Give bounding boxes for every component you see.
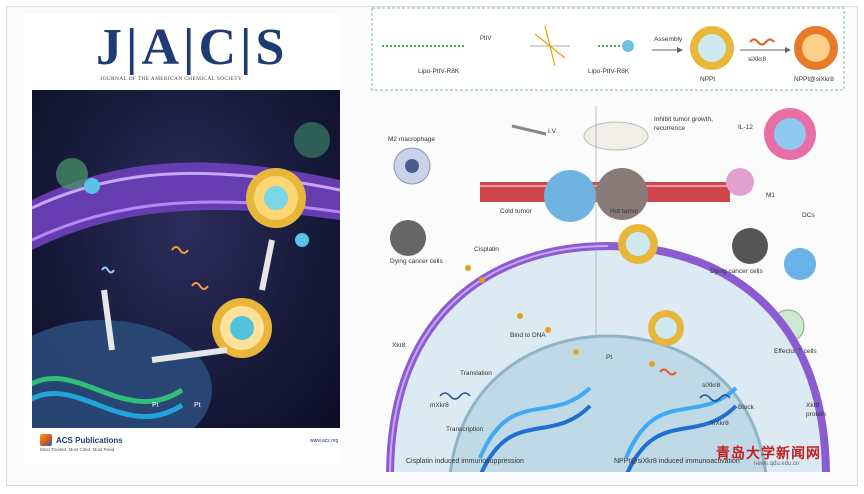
bind-dna-label: Bind to DNA bbox=[510, 332, 546, 339]
translation-label: Translation bbox=[460, 370, 492, 377]
effector-t-cells-label: Effector T cells bbox=[774, 348, 817, 355]
bottom-left-caption: Cisplatin induced immunosuppression bbox=[406, 458, 524, 465]
acs-url: www.acs.org bbox=[310, 438, 339, 444]
m2-macrophage-label: M2 macrophage bbox=[388, 136, 435, 143]
journal-cover: J|A|C|S JOURNAL OF THE AMERICAN CHEMICAL… bbox=[24, 14, 340, 464]
acs-publications-text: ACS Publications bbox=[56, 435, 123, 445]
xkr8-left-label: Xkr8 bbox=[392, 342, 406, 349]
acs-tagline: Most Trusted. Most Cited. Most Read. bbox=[40, 447, 116, 452]
m1-label: M1 bbox=[766, 192, 776, 199]
iv-label: I.V. bbox=[548, 128, 558, 135]
scheme-drawing: PtIV bbox=[371, 7, 845, 480]
assembly-label: Assembly bbox=[654, 36, 683, 43]
dying-cells-left-label: Dying cancer cells bbox=[390, 258, 443, 265]
cisplatin-label: Cisplatin bbox=[474, 246, 499, 253]
lipo-pt-r8k-label: Lipo-PtIV-R8K bbox=[418, 68, 460, 75]
sixkr8-label-top: siXkr8 bbox=[748, 56, 767, 63]
np-si-label: NPPt@siXkr8 bbox=[794, 76, 834, 83]
acs-publications-logo: ACS Publications bbox=[40, 434, 123, 446]
block-label: Block bbox=[738, 404, 754, 411]
dying-cells-right-label: Dying cancer cells bbox=[710, 268, 763, 275]
cold-tumor-label: Cold tumor bbox=[500, 208, 532, 215]
jacs-logo: J|A|C|S bbox=[96, 19, 289, 76]
svg-text:PtIV: PtIV bbox=[480, 36, 491, 42]
bottom-right-caption: NPPt@siXkr8 induced immunoactivation bbox=[614, 458, 740, 465]
mxkr8-left-label: mXkr8 bbox=[430, 402, 449, 409]
sixkr8-label: siXkr8 bbox=[702, 382, 721, 389]
transcription-label: Transcription bbox=[446, 426, 484, 433]
mechanism-scheme: PtIV bbox=[370, 6, 846, 480]
hot-tumor-label: Hot tumor bbox=[610, 208, 639, 215]
recurrence-label: recurrence bbox=[654, 125, 686, 132]
watermark-url: news.qdu.edu.cn bbox=[754, 461, 800, 467]
acs-icon bbox=[40, 434, 52, 446]
mxkr8-right-label: mXkr8 bbox=[710, 420, 729, 427]
np-label: NPPt bbox=[700, 76, 716, 83]
pt-center-label: Pt bbox=[606, 354, 613, 361]
lipo-pt-r8k-label-2: Lipo-PtIV-R8K bbox=[588, 68, 630, 75]
inhibit-label: Inhibit tumor growth, bbox=[654, 116, 713, 123]
pt-label-left: Pt bbox=[152, 402, 159, 409]
pt-label-right: Pt bbox=[194, 402, 201, 409]
journal-subtitle: JOURNAL OF THE AMERICAN CHEMICAL SOCIETY bbox=[100, 76, 243, 82]
cover-artwork: Pt Pt bbox=[32, 90, 340, 428]
xkr8-protein-label: Xkr8 bbox=[806, 402, 820, 409]
dcs-label: DCs bbox=[802, 212, 815, 219]
protein-label: protein bbox=[806, 411, 826, 418]
cell-illustration bbox=[32, 122, 340, 428]
watermark-text: 青岛大学新闻网 bbox=[716, 446, 821, 462]
il12-label: IL-12 bbox=[738, 124, 753, 131]
